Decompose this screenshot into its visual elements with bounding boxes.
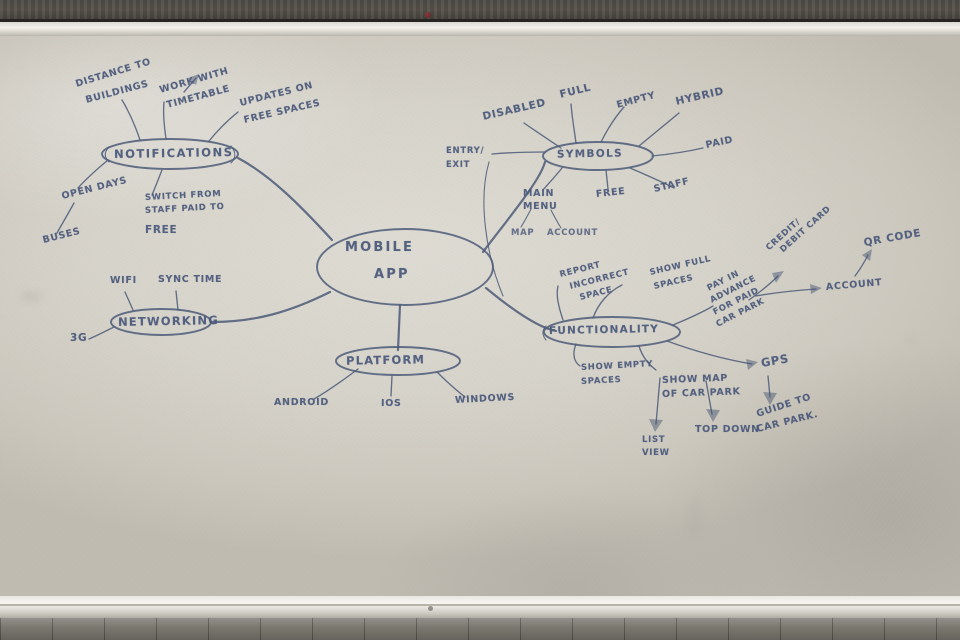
node-label-networking: NETWORKING: [117, 313, 220, 329]
arrow-work-with-timetable: [183, 77, 197, 93]
label-account-symbols: ACCOUNT: [547, 228, 598, 238]
branch-entry-exit: [491, 151, 545, 155]
branch-top-down: [705, 380, 713, 415]
tray-screw: [428, 606, 433, 611]
branch-wifi: [124, 291, 134, 311]
branch-windows: [436, 371, 466, 398]
branch-distance-to-buildings: [121, 99, 141, 141]
node-label-platform: PLATFORM: [345, 352, 426, 368]
branch-3g: [88, 326, 115, 340]
branch-paid: [651, 147, 704, 157]
notifications-bracket-right: [230, 145, 236, 164]
whiteboard-pen-tray: [0, 596, 960, 620]
branch-show-full-spaces: [592, 284, 623, 319]
branch-empty: [600, 106, 625, 143]
ceiling-seam: [0, 19, 960, 22]
label-sync-time: SYNC TIME: [158, 274, 223, 285]
branch-open-days: [77, 159, 109, 189]
label-exit: EXIT: [446, 160, 471, 170]
branch-account-fn: [754, 288, 817, 297]
node-label-root-line1: MOBILE: [345, 240, 415, 255]
qrcode-arrowhead: [862, 249, 872, 261]
guide-arrowhead: [763, 392, 777, 405]
branch-map: [520, 208, 532, 228]
board-smudge: [20, 292, 42, 301]
trunk-to-functionality: [484, 286, 558, 333]
trunk-to-symbols: [481, 160, 547, 254]
topdown-arrowhead: [706, 409, 720, 422]
node-networking-outline: [110, 308, 212, 336]
label-map: MAP: [511, 228, 535, 238]
label-ios: IOS: [381, 398, 402, 409]
branch-report-incorrect: [556, 285, 564, 321]
trunk-to-notifications: [236, 156, 334, 242]
branch-android: [313, 368, 359, 400]
label-list-view-line2: VIEW: [642, 448, 670, 458]
branch-show-map-car-park: [638, 345, 657, 371]
account-arrowhead: [810, 284, 822, 294]
label-3g: 3G: [70, 332, 88, 344]
whiteboard-frame-top: [0, 22, 960, 38]
frame-screw-top: [425, 12, 431, 18]
branch-disabled: [523, 122, 562, 149]
branch-hybrid: [638, 112, 680, 147]
branch-full: [570, 103, 577, 144]
branch-qr-code: [854, 254, 869, 277]
ceiling-wall-strip: [0, 0, 960, 22]
label-entry: ENTRY/: [446, 146, 485, 156]
listview-arrowhead: [649, 419, 663, 432]
credit-card-arrowhead: [772, 271, 784, 283]
node-label-symbols: SYMBOLS: [556, 147, 623, 161]
timetable-arrowhead: [188, 74, 199, 85]
branch-credit-debit-card: [748, 275, 779, 301]
label-wifi: WIFI: [110, 275, 137, 286]
line-entry-exit-sweep: [483, 161, 504, 297]
branch-updates-free-spaces: [208, 111, 239, 142]
label-main: MAIN: [523, 188, 555, 199]
label-list-view-line1: LIST: [642, 435, 666, 445]
label-menu: MENU: [523, 201, 558, 212]
branch-switch-staff-paid: [151, 169, 163, 196]
branch-account-sym: [550, 209, 562, 229]
branch-ios: [390, 375, 393, 397]
branch-gps: [666, 340, 753, 365]
branch-main-menu: [542, 167, 563, 191]
branch-show-empty-spaces: [573, 343, 581, 367]
branch-pay-in-advance: [672, 305, 714, 326]
node-platform-outline: [335, 346, 461, 376]
branch-buses: [56, 202, 75, 234]
node-label-root-line2: APP: [374, 267, 410, 282]
board-smudge: [688, 496, 702, 536]
label-free-notifications: FREE: [145, 224, 178, 236]
whiteboard-surface: [0, 36, 960, 598]
node-functionality-outline: [543, 316, 681, 348]
branch-guide-to-car-park: [767, 375, 771, 398]
node-label-notifications: NOTIFICATIONS: [113, 144, 234, 162]
node-notifications-outline: [101, 138, 239, 170]
trunk-to-platform: [396, 303, 402, 352]
label-android: ANDROID: [274, 397, 329, 408]
board-smudge: [905, 336, 917, 343]
trunk-to-networking: [210, 290, 332, 324]
branch-list-view: [655, 377, 661, 425]
branch-free-sym: [605, 169, 609, 190]
branch-sync-time: [175, 290, 179, 311]
gps-arrowhead: [746, 359, 758, 370]
functionality-bracket-left: [542, 325, 547, 341]
branch-staff: [629, 167, 675, 189]
label-top-down: TOP DOWN: [695, 424, 760, 435]
node-label-functionality: FUNCTIONALITY: [548, 323, 660, 337]
floor-wall-strip: [0, 618, 960, 640]
branch-work-with-timetable: [162, 101, 167, 140]
